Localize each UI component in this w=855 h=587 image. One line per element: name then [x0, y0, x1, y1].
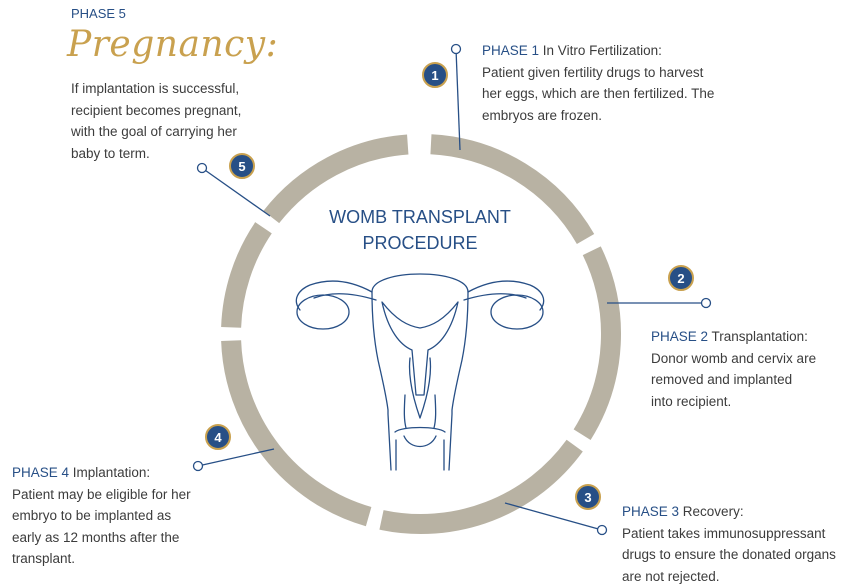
connector-dot-4 [194, 462, 203, 471]
phase-badge-2: 2 [669, 266, 693, 290]
connector-dot-2 [702, 299, 711, 308]
right-ovary [491, 295, 543, 329]
phase-2-heading: PHASE 2 Transplantation: [651, 326, 816, 348]
phase-4-text: PHASE 4 Implantation: Patient may be eli… [12, 462, 191, 570]
phase-3-label: PHASE 3 [622, 504, 679, 519]
phase-2-name: Transplantation: [712, 329, 808, 344]
uterine-cavity [382, 302, 458, 395]
ring-segment [231, 341, 369, 517]
ring-segment [582, 251, 611, 435]
phase-1-text: PHASE 1 In Vitro Fertilization: Patient … [482, 40, 714, 126]
phase-3-name: Recovery: [683, 504, 744, 519]
phase-5-description: If implantation is successful, recipient… [71, 78, 241, 164]
phase-badge-1: 1 [423, 63, 447, 87]
badge-number-2: 2 [677, 271, 684, 286]
phase-1-heading: PHASE 1 In Vitro Fertilization: [482, 40, 714, 62]
connector-dot-5 [198, 164, 207, 173]
phase-badge-3: 3 [576, 485, 600, 509]
badge-number-1: 1 [431, 68, 438, 83]
phase-ring [231, 144, 611, 524]
phase-3-text: PHASE 3 Recovery: Patient takes immunosu… [622, 501, 836, 587]
phase-3-heading: PHASE 3 Recovery: [622, 501, 836, 523]
badge-number-4: 4 [214, 430, 222, 445]
uterus-illustration [296, 274, 543, 470]
phase-4-label: PHASE 4 [12, 465, 69, 480]
ring-segment [381, 446, 574, 524]
phase-1-name: In Vitro Fertilization: [543, 43, 662, 58]
phase-4-name: Implantation: [73, 465, 150, 480]
connector-line-1 [456, 49, 460, 150]
title-line-2: PROCEDURE [300, 230, 540, 256]
vaginal-canal [395, 428, 445, 471]
phase-badge-4: 4 [206, 425, 230, 449]
cervix [404, 358, 435, 428]
phase-1-label: PHASE 1 [482, 43, 539, 58]
phase-4-heading: PHASE 4 Implantation: [12, 462, 191, 484]
uterus-outline [372, 274, 468, 470]
badge-number-3: 3 [584, 490, 591, 505]
connector-dot-1 [452, 45, 461, 54]
title-line-1: WOMB TRANSPLANT [300, 204, 540, 230]
left-ovary [297, 295, 349, 329]
connector-dot-3 [598, 526, 607, 535]
phase-5-label: PHASE 5 [71, 6, 126, 21]
diagram-title: WOMB TRANSPLANT PROCEDURE [300, 204, 540, 256]
connector-line-4 [198, 449, 274, 466]
phase-5-title: Pregnancy: [67, 25, 278, 65]
ring-segment [231, 228, 263, 328]
phase-2-text: PHASE 2 Transplantation: Donor womb and … [651, 326, 816, 412]
phase-2-label: PHASE 2 [651, 329, 708, 344]
